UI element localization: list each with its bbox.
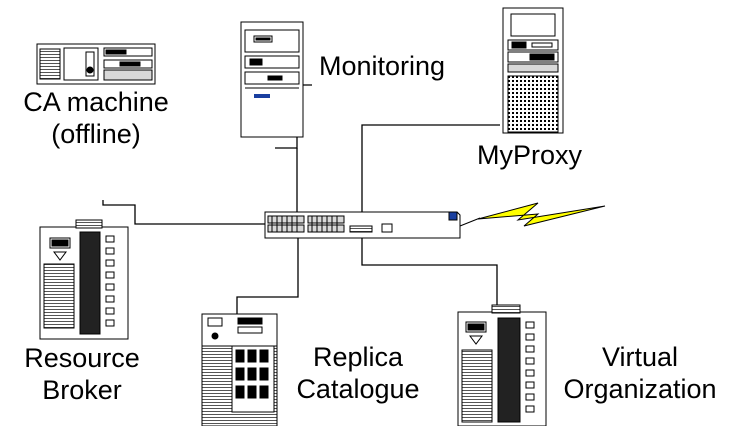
replica-catalogue-label-line1: Replica [312, 342, 404, 372]
virtual-organization-server-icon [457, 304, 547, 426]
monitoring-server-icon [240, 21, 304, 138]
wan-lightning-icon [459, 202, 606, 227]
virtual-organization-label-line2: Organization [563, 374, 717, 404]
myproxy-label: MyProxy [477, 140, 583, 170]
ca-machine-server-icon [36, 43, 156, 85]
ca-machine-label: CA machine (offline) [4, 86, 188, 150]
replica-catalogue-label-line2: Catalogue [296, 374, 420, 404]
myproxy-server-icon [502, 7, 564, 134]
link-replica-catalogue [236, 238, 299, 316]
network-switch-icon [264, 211, 461, 239]
network-links [102, 84, 500, 316]
monitoring-label: Monitoring [319, 51, 446, 81]
replica-catalogue-server-icon [201, 313, 278, 426]
ca-machine-label-line1: CA machine [23, 87, 169, 117]
replica-catalogue-label: Replica Catalogue [288, 341, 428, 405]
link-resource-broker [102, 200, 265, 225]
resource-broker-label-line1: Resource [24, 343, 140, 373]
ca-machine-label-line2: (offline) [51, 119, 141, 149]
link-myproxy [361, 124, 500, 212]
resource-broker-server-icon [39, 219, 129, 340]
virtual-organization-label-line1: Virtual [601, 342, 679, 372]
virtual-organization-label: Virtual Organization [552, 341, 728, 405]
resource-broker-label: Resource Broker [0, 342, 164, 406]
resource-broker-label-line2: Broker [42, 375, 122, 405]
link-virtual-organization [361, 238, 498, 305]
